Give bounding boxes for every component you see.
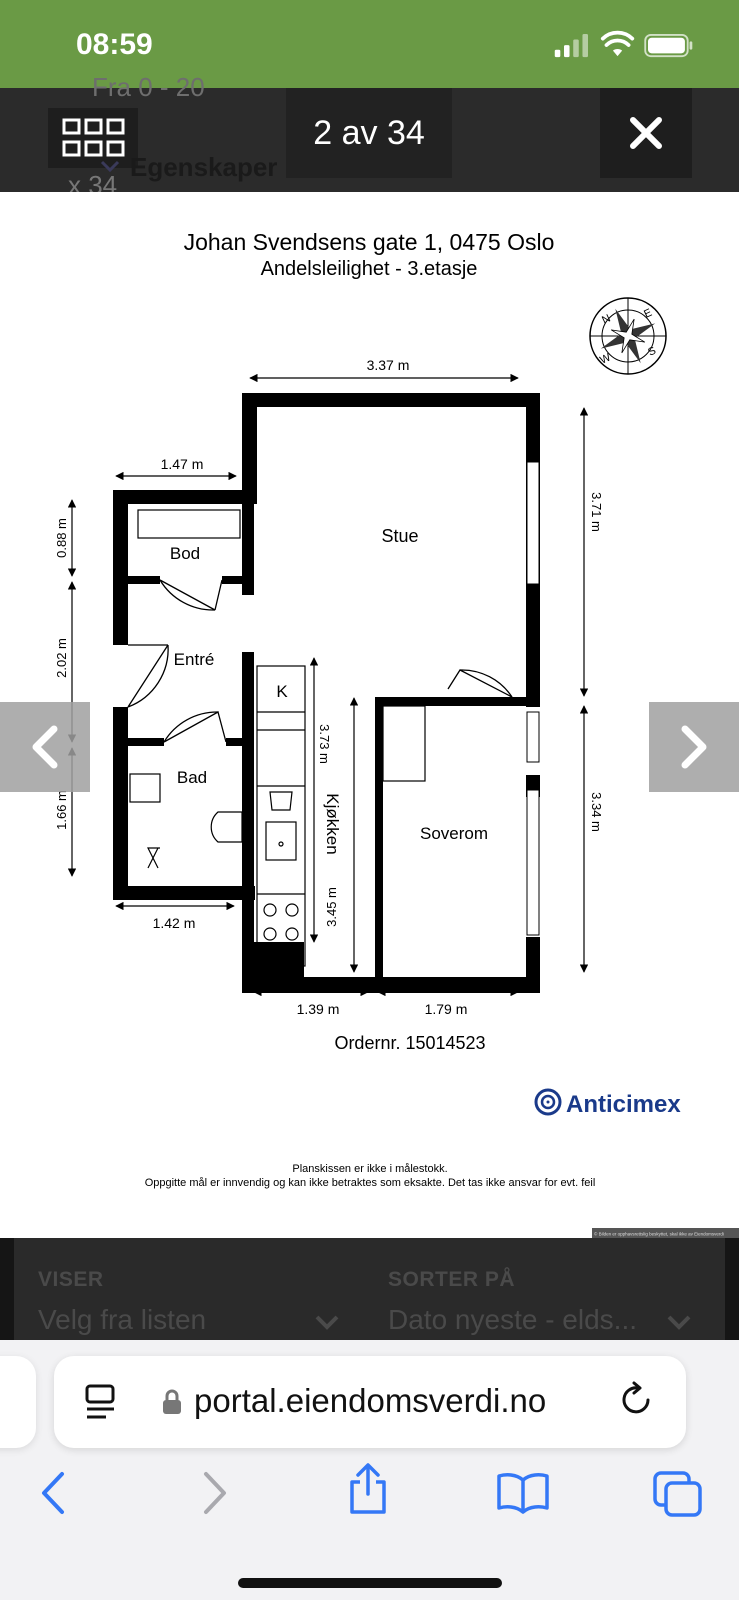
sorter-select[interactable]: Dato nyeste - elds...: [388, 1304, 638, 1335]
url-text: portal.eiendomsverdi.no: [194, 1382, 547, 1419]
background-section-title: Egenskaper: [130, 152, 278, 182]
wifi-icon: [600, 30, 635, 57]
plan-walls: [113, 393, 540, 993]
dim-bottom-right: 1.79 m: [425, 1001, 468, 1017]
reload-icon[interactable]: [620, 1381, 656, 1420]
sorter-label: SORTER PÅ: [388, 1268, 516, 1291]
dim-bottom-left: 1.39 m: [297, 1001, 340, 1017]
chevron-down-icon: [100, 160, 120, 173]
status-icons: [554, 30, 693, 58]
previous-tab-pill[interactable]: [0, 1356, 36, 1448]
back-icon[interactable]: [38, 1470, 70, 1516]
viser-select[interactable]: Velg fra listen: [38, 1304, 207, 1335]
tabs-icon[interactable]: [652, 1470, 704, 1518]
dimension-lines: [67, 373, 589, 997]
compass-icon: N E S W: [589, 297, 667, 375]
floorplan-image: Johan Svendsens gate 1, 0475 Oslo Andels…: [0, 192, 739, 1238]
lock-icon: [163, 1389, 181, 1414]
dim-kitchen-lower: 3.45 m: [324, 887, 339, 927]
dim-entre-height: 2.02 m: [54, 638, 69, 678]
browser-toolbar: portal.eiendomsverdi.no: [0, 1340, 739, 1600]
anticimex-logo: [534, 1088, 562, 1116]
viewer-header: Fra 0 - 20 x 34 Egenskaper 2 av 34: [0, 72, 739, 200]
plan-subtitle: Andelsleilighet - 3.etasje: [261, 258, 478, 280]
filter-bar: VISER Velg fra listen SORTER PÅ Dato nye…: [0, 1238, 739, 1340]
signal-icon: [554, 34, 588, 58]
brand-name: Anticimex: [566, 1091, 681, 1118]
disclaimer-line2: Oppgitte mål er innvendig og kan ikke be…: [145, 1177, 596, 1189]
image-counter: 2 av 34: [286, 88, 452, 178]
grid-icon: [62, 118, 125, 157]
room-soverom: Soverom: [420, 824, 488, 843]
dim-soverom-height: 3.34 m: [589, 792, 604, 832]
background-filter-text: Fra 0 - 20: [92, 72, 205, 102]
share-icon[interactable]: [346, 1462, 390, 1516]
dim-bod-height: 0.88 m: [54, 518, 69, 558]
bathroom-fixtures: [129, 773, 243, 869]
room-k: K: [276, 682, 288, 701]
close-button[interactable]: [600, 88, 692, 178]
viser-label: VISER: [38, 1268, 104, 1291]
room-stue: Stue: [381, 526, 418, 546]
next-image-button[interactable]: [649, 702, 739, 792]
sorter-chevron-down-icon: [667, 1315, 691, 1330]
copyright-text: © Bilden er opphavsrettslig beskyttet, s…: [594, 1231, 724, 1237]
close-icon: [630, 117, 662, 149]
battery-icon: [644, 33, 693, 58]
compass-w: W: [598, 351, 613, 367]
compass-e: E: [642, 307, 654, 321]
room-bod: Bod: [170, 544, 200, 563]
compass-s: S: [646, 345, 658, 359]
room-kjokken: Kjøkken: [323, 793, 342, 854]
chevron-right-icon: [681, 725, 707, 769]
room-entre: Entré: [174, 650, 215, 669]
disclaimer-line1: Planskissen er ikke i målestokk.: [292, 1163, 447, 1175]
bookmarks-icon[interactable]: [496, 1470, 550, 1514]
floorplan-drawing: Johan Svendsens gate 1, 0475 Oslo Andels…: [54, 229, 739, 1238]
reader-menu-icon[interactable]: [84, 1384, 118, 1420]
room-bad: Bad: [177, 768, 207, 787]
previous-image-button[interactable]: [0, 702, 90, 792]
bod-shelf: [137, 509, 241, 539]
gallery-grid-button[interactable]: [48, 108, 138, 168]
compass-n: N: [600, 312, 612, 326]
dim-stue-height: 3.71 m: [589, 492, 604, 532]
viser-chevron-down-icon: [315, 1315, 339, 1330]
chevron-left-icon: [32, 725, 58, 769]
home-indicator: [238, 1578, 502, 1588]
plan-doors: [127, 579, 513, 743]
dim-bad-height: 1.66 m: [54, 790, 69, 830]
kitchen-counter: [256, 665, 306, 967]
dim-kitchen-upper: 3.73 m: [317, 724, 332, 764]
order-number: Ordernr. 15014523: [334, 1033, 485, 1053]
copyright-strip: [592, 1228, 739, 1238]
wardrobe: [382, 705, 426, 782]
filter-panel: VISER Velg fra listen SORTER PÅ Dato nye…: [14, 1238, 725, 1340]
status-time: 08:59: [76, 28, 153, 61]
dim-top-width: 3.37 m: [367, 357, 410, 373]
dim-bad-width: 1.42 m: [153, 915, 196, 931]
status-bar: 08:59: [0, 0, 739, 88]
address-bar[interactable]: portal.eiendomsverdi.no: [54, 1356, 686, 1448]
dim-bod-width: 1.47 m: [161, 456, 204, 472]
forward-icon[interactable]: [198, 1470, 230, 1516]
plan-windows: [526, 461, 540, 936]
plan-address: Johan Svendsens gate 1, 0475 Oslo: [184, 229, 555, 255]
